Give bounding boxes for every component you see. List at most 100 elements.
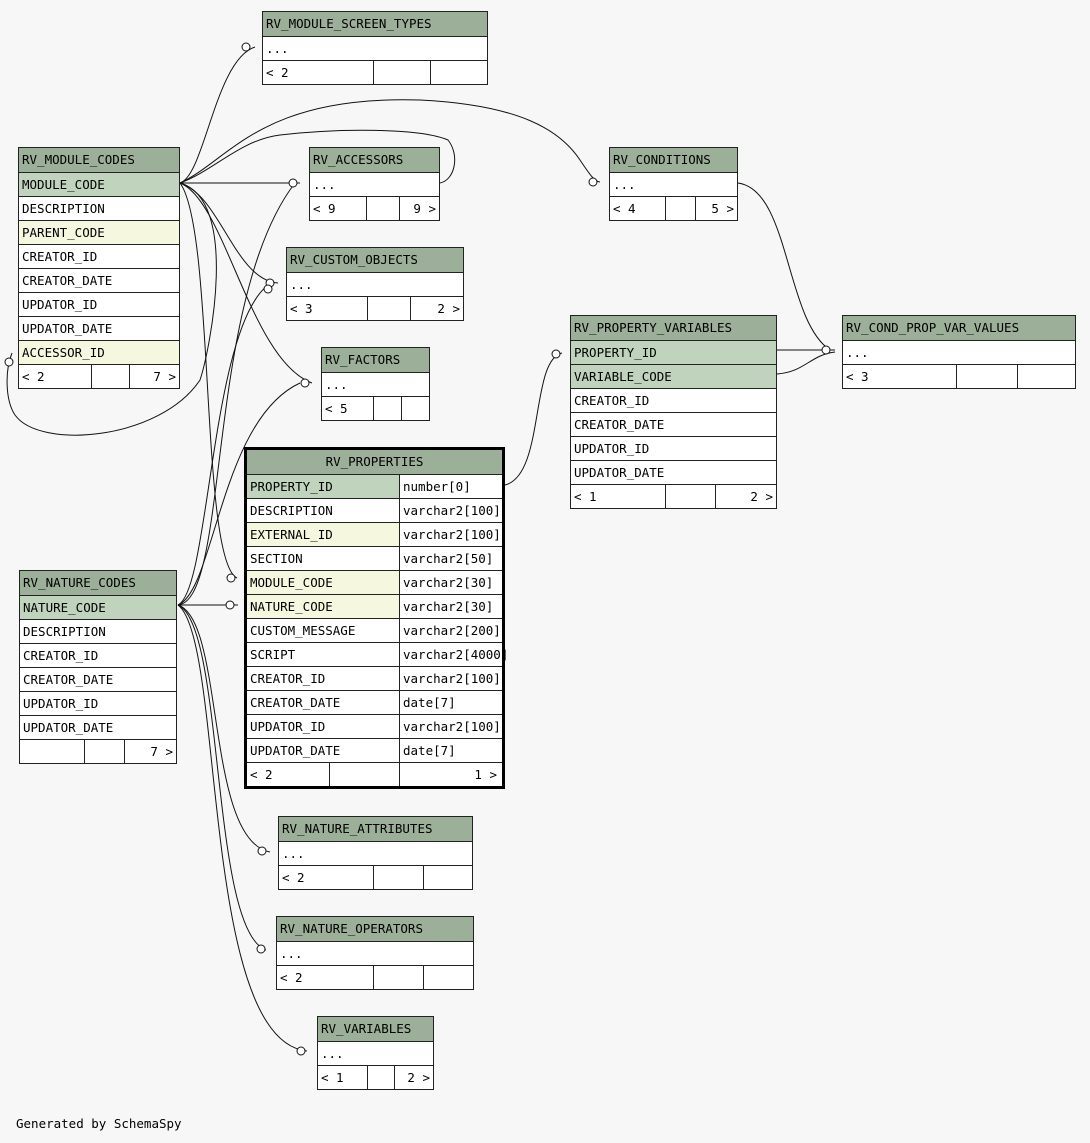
column-row[interactable]: UPDATOR_DATE: [20, 715, 176, 739]
footer-cell[interactable]: < 1: [318, 1066, 367, 1089]
footer-cell[interactable]: < 3: [287, 297, 367, 320]
column-row[interactable]: UPDATOR_ID: [19, 292, 179, 316]
table-rv-nature-attributes[interactable]: RV_NATURE_ATTRIBUTES...< 2: [278, 816, 473, 890]
footer-cell[interactable]: 9 >: [399, 197, 441, 220]
column-row[interactable]: ...: [322, 372, 429, 396]
footer-cell[interactable]: [665, 197, 695, 220]
column-row[interactable]: CREATOR_DATE: [19, 268, 179, 292]
table-rv-factors[interactable]: RV_FACTORS...< 5: [321, 347, 430, 421]
footer-cell[interactable]: 5 >: [695, 197, 739, 220]
column-row[interactable]: VARIABLE_CODE: [571, 364, 776, 388]
footer-cell[interactable]: [91, 365, 129, 388]
footer-cell[interactable]: [373, 866, 423, 889]
footer-cell[interactable]: [956, 365, 1017, 388]
table-title: RV_NATURE_CODES: [23, 575, 136, 590]
footer-cell[interactable]: < 2: [277, 966, 373, 989]
column-row[interactable]: ...: [277, 941, 473, 965]
footer-cell[interactable]: [401, 397, 431, 420]
footer-cell[interactable]: < 4: [610, 197, 665, 220]
footer-cell[interactable]: [84, 740, 124, 763]
footer-cell[interactable]: < 2: [19, 365, 91, 388]
column-row[interactable]: UPDATOR_DATE: [571, 460, 776, 484]
footer-cell[interactable]: [1017, 365, 1077, 388]
column-row[interactable]: NATURE_CODE: [20, 595, 176, 619]
column-row[interactable]: CREATOR_DATE: [20, 667, 176, 691]
footer-cell[interactable]: 2 >: [394, 1066, 435, 1089]
footer-cell[interactable]: 2 >: [410, 297, 465, 320]
column-name: UPDATOR_DATE: [574, 465, 665, 480]
column-row[interactable]: ...: [610, 172, 737, 196]
column-row[interactable]: CREATOR_ID: [571, 388, 776, 412]
column-row[interactable]: CREATOR_ID: [20, 643, 176, 667]
footer-cell[interactable]: [373, 397, 401, 420]
footer-cell[interactable]: 7 >: [124, 740, 178, 763]
footer-cell[interactable]: < 2: [279, 866, 373, 889]
column-row[interactable]: MODULE_CODE: [19, 172, 179, 196]
footer-cell[interactable]: [329, 763, 399, 786]
column-row[interactable]: DESCRIPTION: [19, 196, 179, 220]
footer-cell[interactable]: [665, 485, 715, 508]
table-rv-module-screen-types[interactable]: RV_MODULE_SCREEN_TYPES...< 2: [262, 11, 488, 85]
column-row[interactable]: CREATOR_DATE: [571, 412, 776, 436]
column-row[interactable]: PARENT_CODE: [19, 220, 179, 244]
footer-cell[interactable]: < 3: [843, 365, 956, 388]
footer-cell[interactable]: [373, 61, 430, 84]
footer-cell[interactable]: [430, 61, 489, 84]
column-row[interactable]: ...: [287, 272, 463, 296]
footer-cell[interactable]: [373, 966, 423, 989]
footer-cell[interactable]: [423, 966, 475, 989]
column-row[interactable]: UPDATOR_DATE: [19, 316, 179, 340]
column-row[interactable]: ...: [310, 172, 439, 196]
column-row[interactable]: DESCRIPTION: [20, 619, 176, 643]
zero-or-more-marker: [551, 349, 561, 359]
footer-cell[interactable]: 1 >: [399, 763, 502, 786]
column-row[interactable]: ...: [843, 340, 1075, 364]
column-row[interactable]: ...: [279, 841, 472, 865]
footer-cell[interactable]: < 5: [322, 397, 373, 420]
column-row[interactable]: ...: [318, 1041, 433, 1065]
footer-cell[interactable]: < 2: [263, 61, 373, 84]
footer-cell[interactable]: [367, 297, 410, 320]
footer-cell[interactable]: < 9: [310, 197, 366, 220]
footer-cell[interactable]: [423, 866, 474, 889]
column-row[interactable]: UPDATOR_ID: [20, 691, 176, 715]
column-row[interactable]: UPDATOR_ID: [571, 436, 776, 460]
table-rv-nature-operators[interactable]: RV_NATURE_OPERATORS...< 2: [276, 916, 474, 990]
column-row[interactable]: PROPERTY_ID: [571, 340, 776, 364]
table-rv-nature-codes[interactable]: RV_NATURE_CODES NATURE_CODE DESCRIPTION CRE…: [19, 570, 177, 764]
column-name: DESCRIPTION: [22, 201, 105, 216]
footer-cell[interactable]: [367, 1066, 394, 1089]
footer-cell[interactable]: [366, 197, 399, 220]
footer-cell[interactable]: < 2: [247, 763, 329, 786]
column-row[interactable]: ...: [263, 36, 487, 60]
table-rv-cond-prop-var-values[interactable]: RV_COND_PROP_VAR_VALUES...< 3: [842, 315, 1076, 389]
table-footer: < 1 2 >: [318, 1065, 433, 1089]
column-row[interactable]: CREATOR_ID: [19, 244, 179, 268]
footer-cell[interactable]: 2 >: [715, 485, 778, 508]
footer-cell[interactable]: < 1: [571, 485, 665, 508]
column-name: DESCRIPTION: [23, 624, 106, 639]
footer-cell[interactable]: [20, 740, 84, 763]
footer-cell[interactable]: 7 >: [129, 365, 181, 388]
column-name: CREATOR_DATE: [574, 417, 665, 432]
column-row[interactable]: ACCESSOR_ID: [19, 340, 179, 364]
